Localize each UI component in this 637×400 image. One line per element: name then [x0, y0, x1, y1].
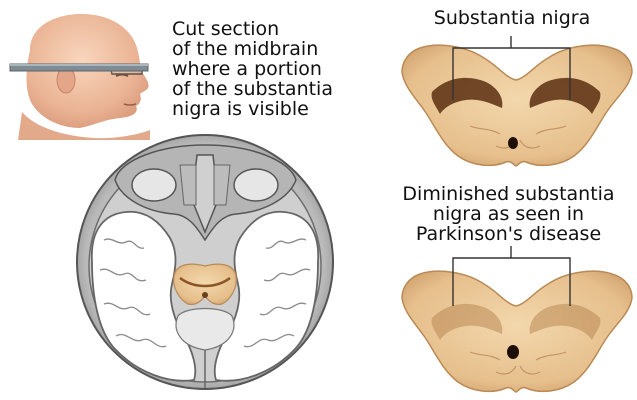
substantia-nigra-label: Substantia nigra — [396, 8, 628, 28]
diminished-aqueduct — [507, 345, 519, 359]
diminished-line: Parkinson's disease — [380, 224, 637, 244]
aqueduct — [202, 292, 208, 298]
cut-section-line: Cut section — [172, 19, 333, 39]
diminished-line: Diminished substantia — [380, 184, 637, 204]
midbrain-normal-icon — [402, 36, 632, 166]
cut-section-caption: Cut section of the midbrain where a port… — [172, 19, 333, 119]
cut-section-line: of the midbrain — [172, 39, 333, 59]
cut-plane-highlight — [10, 64, 148, 66]
cut-section-line: where a portion — [172, 59, 333, 79]
midbrain-diminished-icon — [402, 246, 632, 392]
cut-section-line: nigra is visible — [172, 99, 333, 119]
diminished-line: nigra as seen in — [380, 204, 637, 224]
substantia-nigra-text: Substantia nigra — [396, 8, 628, 28]
diminished-caption: Diminished substantia nigra as seen in P… — [380, 184, 637, 244]
left-eye-globe — [132, 169, 176, 201]
brain-axial-section-icon — [77, 135, 333, 389]
cut-section-line: of the substantia — [172, 79, 333, 99]
right-eye-globe — [234, 169, 278, 201]
head-profile-icon — [10, 14, 150, 140]
normal-aqueduct — [508, 137, 518, 149]
